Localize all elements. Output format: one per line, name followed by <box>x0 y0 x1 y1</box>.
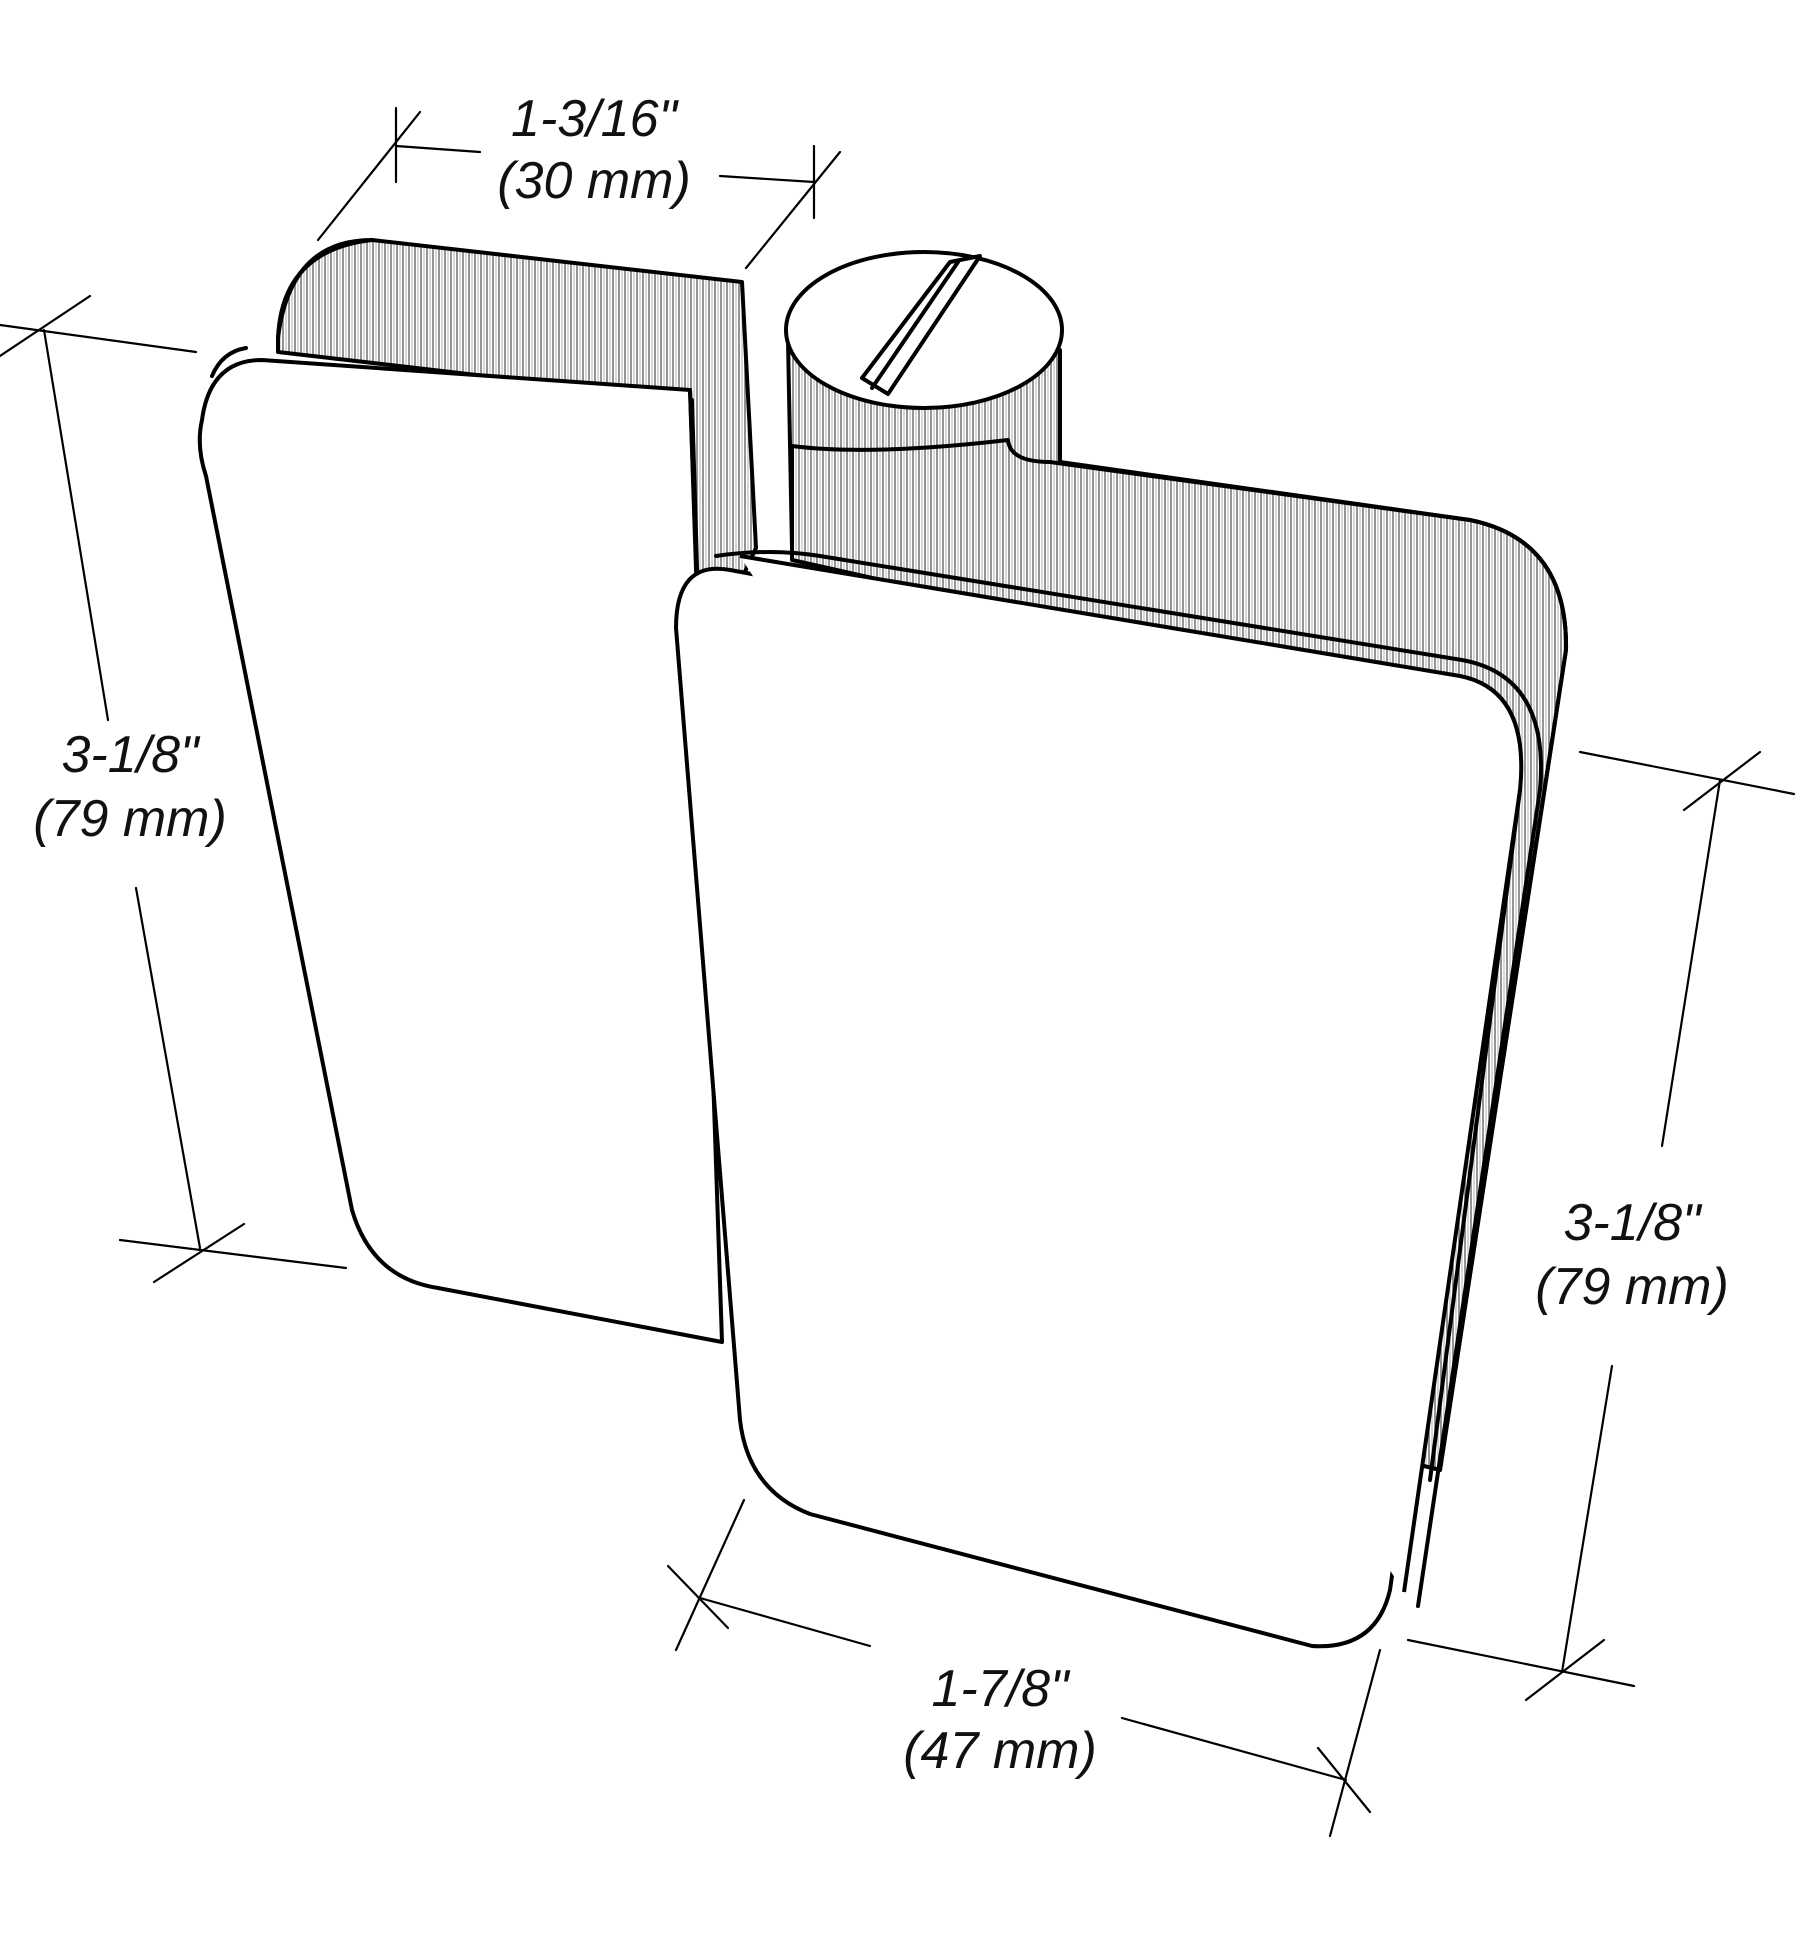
right-leaf-front-plate <box>674 550 1543 1649</box>
top-width-metric: (30 mm) <box>497 152 691 210</box>
dimension-top-width <box>316 106 842 270</box>
dimension-left-height <box>0 294 348 1284</box>
right-height-metric: (79 mm) <box>1535 1258 1729 1316</box>
bottom-width-imperial: 1-7/8" <box>932 1660 1072 1718</box>
left-leaf-front-plate <box>197 358 724 1344</box>
bottom-width-metric: (47 mm) <box>903 1722 1097 1780</box>
left-height-metric: (79 mm) <box>33 790 227 848</box>
right-height-imperial: 3-1/8" <box>1564 1194 1704 1252</box>
left-height-imperial: 3-1/8" <box>62 726 202 784</box>
dimension-bottom-width <box>666 1498 1382 1838</box>
dimension-right-height <box>1406 750 1796 1702</box>
top-width-imperial: 1-3/16" <box>511 90 679 148</box>
